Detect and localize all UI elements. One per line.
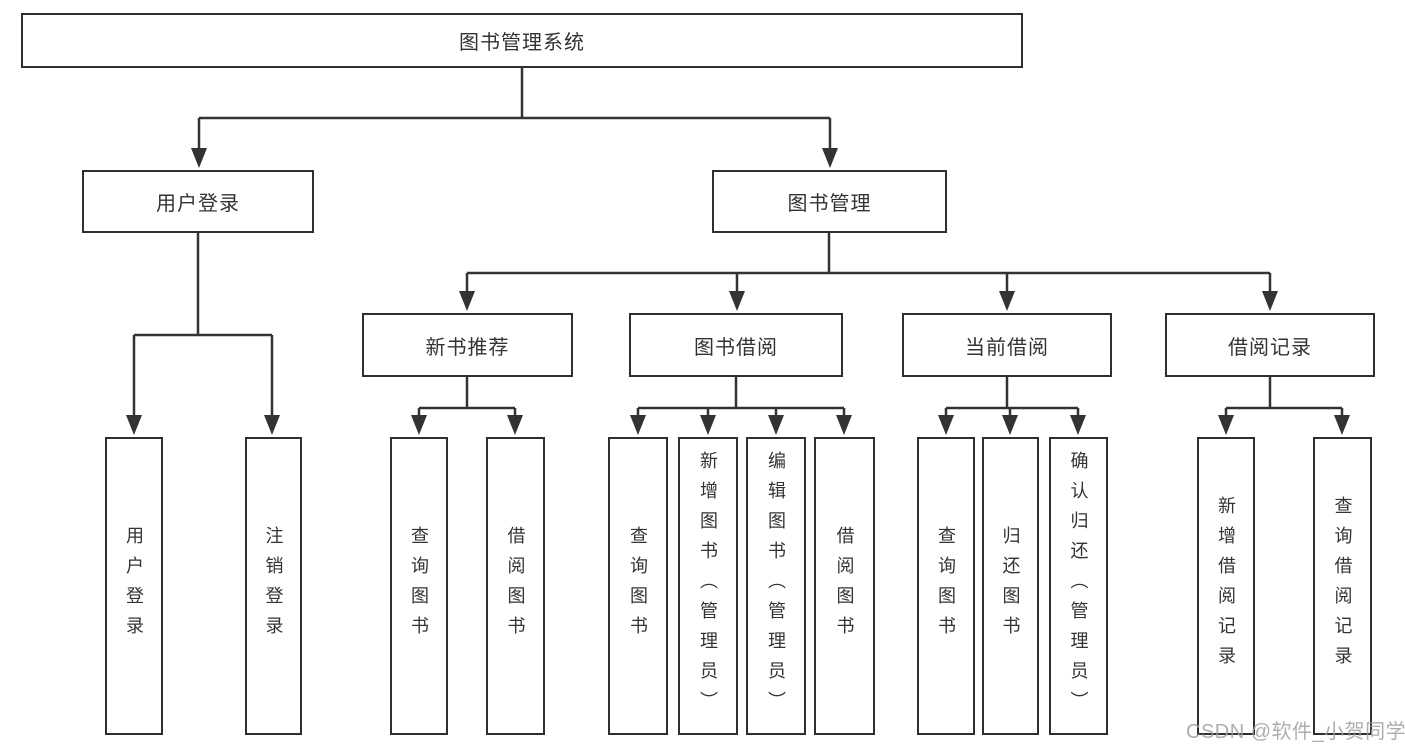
- leaf-recommend-query-books: 查询图书: [390, 437, 448, 735]
- node-new-book-recommend-label: 新书推荐: [425, 336, 510, 359]
- node-borrowing-records-label: 借阅记录: [1228, 336, 1312, 359]
- node-book-borrowing: 图书借阅: [629, 313, 843, 377]
- leaf-confirm-return-admin-label: 确认归还（管理员）: [1068, 451, 1089, 721]
- leaf-current-query-books-label: 查询图书: [936, 526, 956, 646]
- node-book-borrowing-label: 图书借阅: [694, 336, 778, 359]
- leaf-user-login: 用户登录: [105, 437, 163, 735]
- leaf-edit-books-admin: 编辑图书（管理员）: [746, 437, 806, 735]
- node-book-management: 图书管理: [712, 170, 947, 233]
- node-current-borrowing: 当前借阅: [902, 313, 1112, 377]
- leaf-query-borrow-record: 查询借阅记录: [1313, 437, 1372, 735]
- leaf-query-borrow-record-label: 查询借阅记录: [1332, 496, 1353, 676]
- leaf-recommend-borrow-books: 借阅图书: [486, 437, 545, 735]
- leaf-current-query-books: 查询图书: [917, 437, 975, 735]
- leaf-edit-books-admin-label: 编辑图书（管理员）: [766, 451, 786, 721]
- node-root-label: 图书管理系统: [459, 32, 585, 54]
- leaf-borrowing-borrow-books-label: 借阅图书: [834, 526, 855, 646]
- leaf-logout-label: 注销登录: [263, 526, 284, 646]
- leaf-add-borrow-record: 新增借阅记录: [1197, 437, 1255, 735]
- node-current-borrowing-label: 当前借阅: [965, 336, 1049, 359]
- leaf-borrowing-borrow-books: 借阅图书: [814, 437, 875, 735]
- node-new-book-recommend: 新书推荐: [362, 313, 573, 377]
- node-book-management-label: 图书管理: [787, 193, 872, 215]
- leaf-borrowing-query-books: 查询图书: [608, 437, 668, 735]
- leaf-return-books: 归还图书: [982, 437, 1039, 735]
- watermark-text: CSDN @软件_小贺同学: [1186, 721, 1405, 743]
- leaf-confirm-return-admin: 确认归还（管理员）: [1049, 437, 1108, 735]
- leaf-add-books-admin-label: 新增图书（管理员）: [698, 451, 718, 721]
- leaf-recommend-borrow-books-label: 借阅图书: [505, 526, 526, 646]
- leaf-user-login-label: 用户登录: [124, 526, 144, 646]
- leaf-add-borrow-record-label: 新增借阅记录: [1216, 496, 1236, 676]
- leaf-add-books-admin: 新增图书（管理员）: [678, 437, 738, 735]
- node-user-login-branch: 用户登录: [82, 170, 314, 233]
- leaf-logout: 注销登录: [245, 437, 302, 735]
- node-user-login-branch-label: 用户登录: [156, 193, 240, 215]
- leaf-borrowing-query-books-label: 查询图书: [628, 526, 648, 646]
- leaf-return-books-label: 归还图书: [1000, 526, 1021, 646]
- leaf-recommend-query-books-label: 查询图书: [409, 526, 429, 646]
- node-borrowing-records: 借阅记录: [1165, 313, 1375, 377]
- node-root: 图书管理系统: [21, 13, 1023, 68]
